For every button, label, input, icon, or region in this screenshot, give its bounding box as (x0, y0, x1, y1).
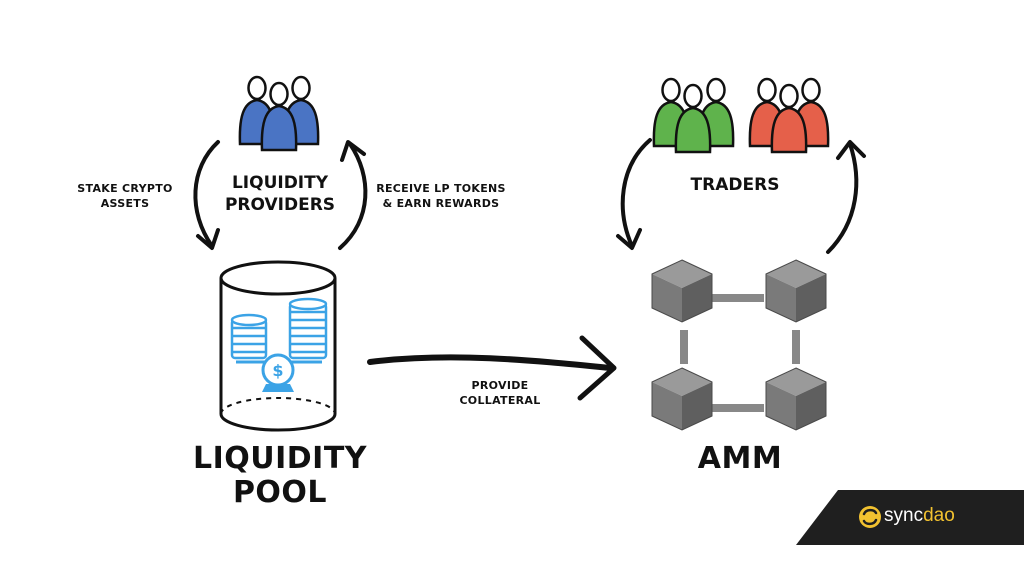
dollar-coin-icon: $ (261, 353, 295, 392)
amm-network-icon (651, 259, 827, 431)
receive-arrow-icon (338, 140, 368, 250)
brand-name: syncdao (884, 505, 955, 527)
liquidity-providers-people-icon (238, 75, 320, 152)
stake-arrow-icon (193, 140, 220, 250)
liquidity-pool-label: LIQUIDITY POOL (192, 441, 368, 510)
coin-stack-icon (230, 297, 328, 364)
syncdao-logo-icon (859, 506, 881, 528)
brand-name-part1: sync (884, 505, 924, 526)
receive-lp-label: RECEIVE LP TOKENS & EARN REWARDS (376, 182, 506, 210)
brand-banner (796, 490, 1024, 545)
provide-collateral-label: PROVIDE COLLATERAL (459, 379, 541, 407)
traders-green-people-icon (652, 77, 735, 154)
cube-icon (765, 259, 827, 323)
stake-crypto-label: STAKE CRYPTO ASSETS (77, 182, 173, 210)
svg-text:$: $ (272, 361, 283, 380)
cube-icon (651, 259, 713, 323)
liquidity-providers-label: LIQUIDITY PROVIDERS (224, 173, 336, 215)
traders-up-arrow-icon (826, 140, 866, 254)
traders-label: TRADERS (690, 175, 780, 195)
liquidity-pool-cylinder (219, 260, 337, 432)
amm-label: AMM (697, 441, 783, 476)
provide-collateral-arrow-icon (367, 335, 617, 401)
cube-icon (765, 367, 827, 431)
traders-red-people-icon (748, 77, 830, 154)
brand-name-part2: dao (923, 505, 955, 526)
cube-icon (651, 367, 713, 431)
traders-down-arrow-icon (616, 138, 652, 250)
